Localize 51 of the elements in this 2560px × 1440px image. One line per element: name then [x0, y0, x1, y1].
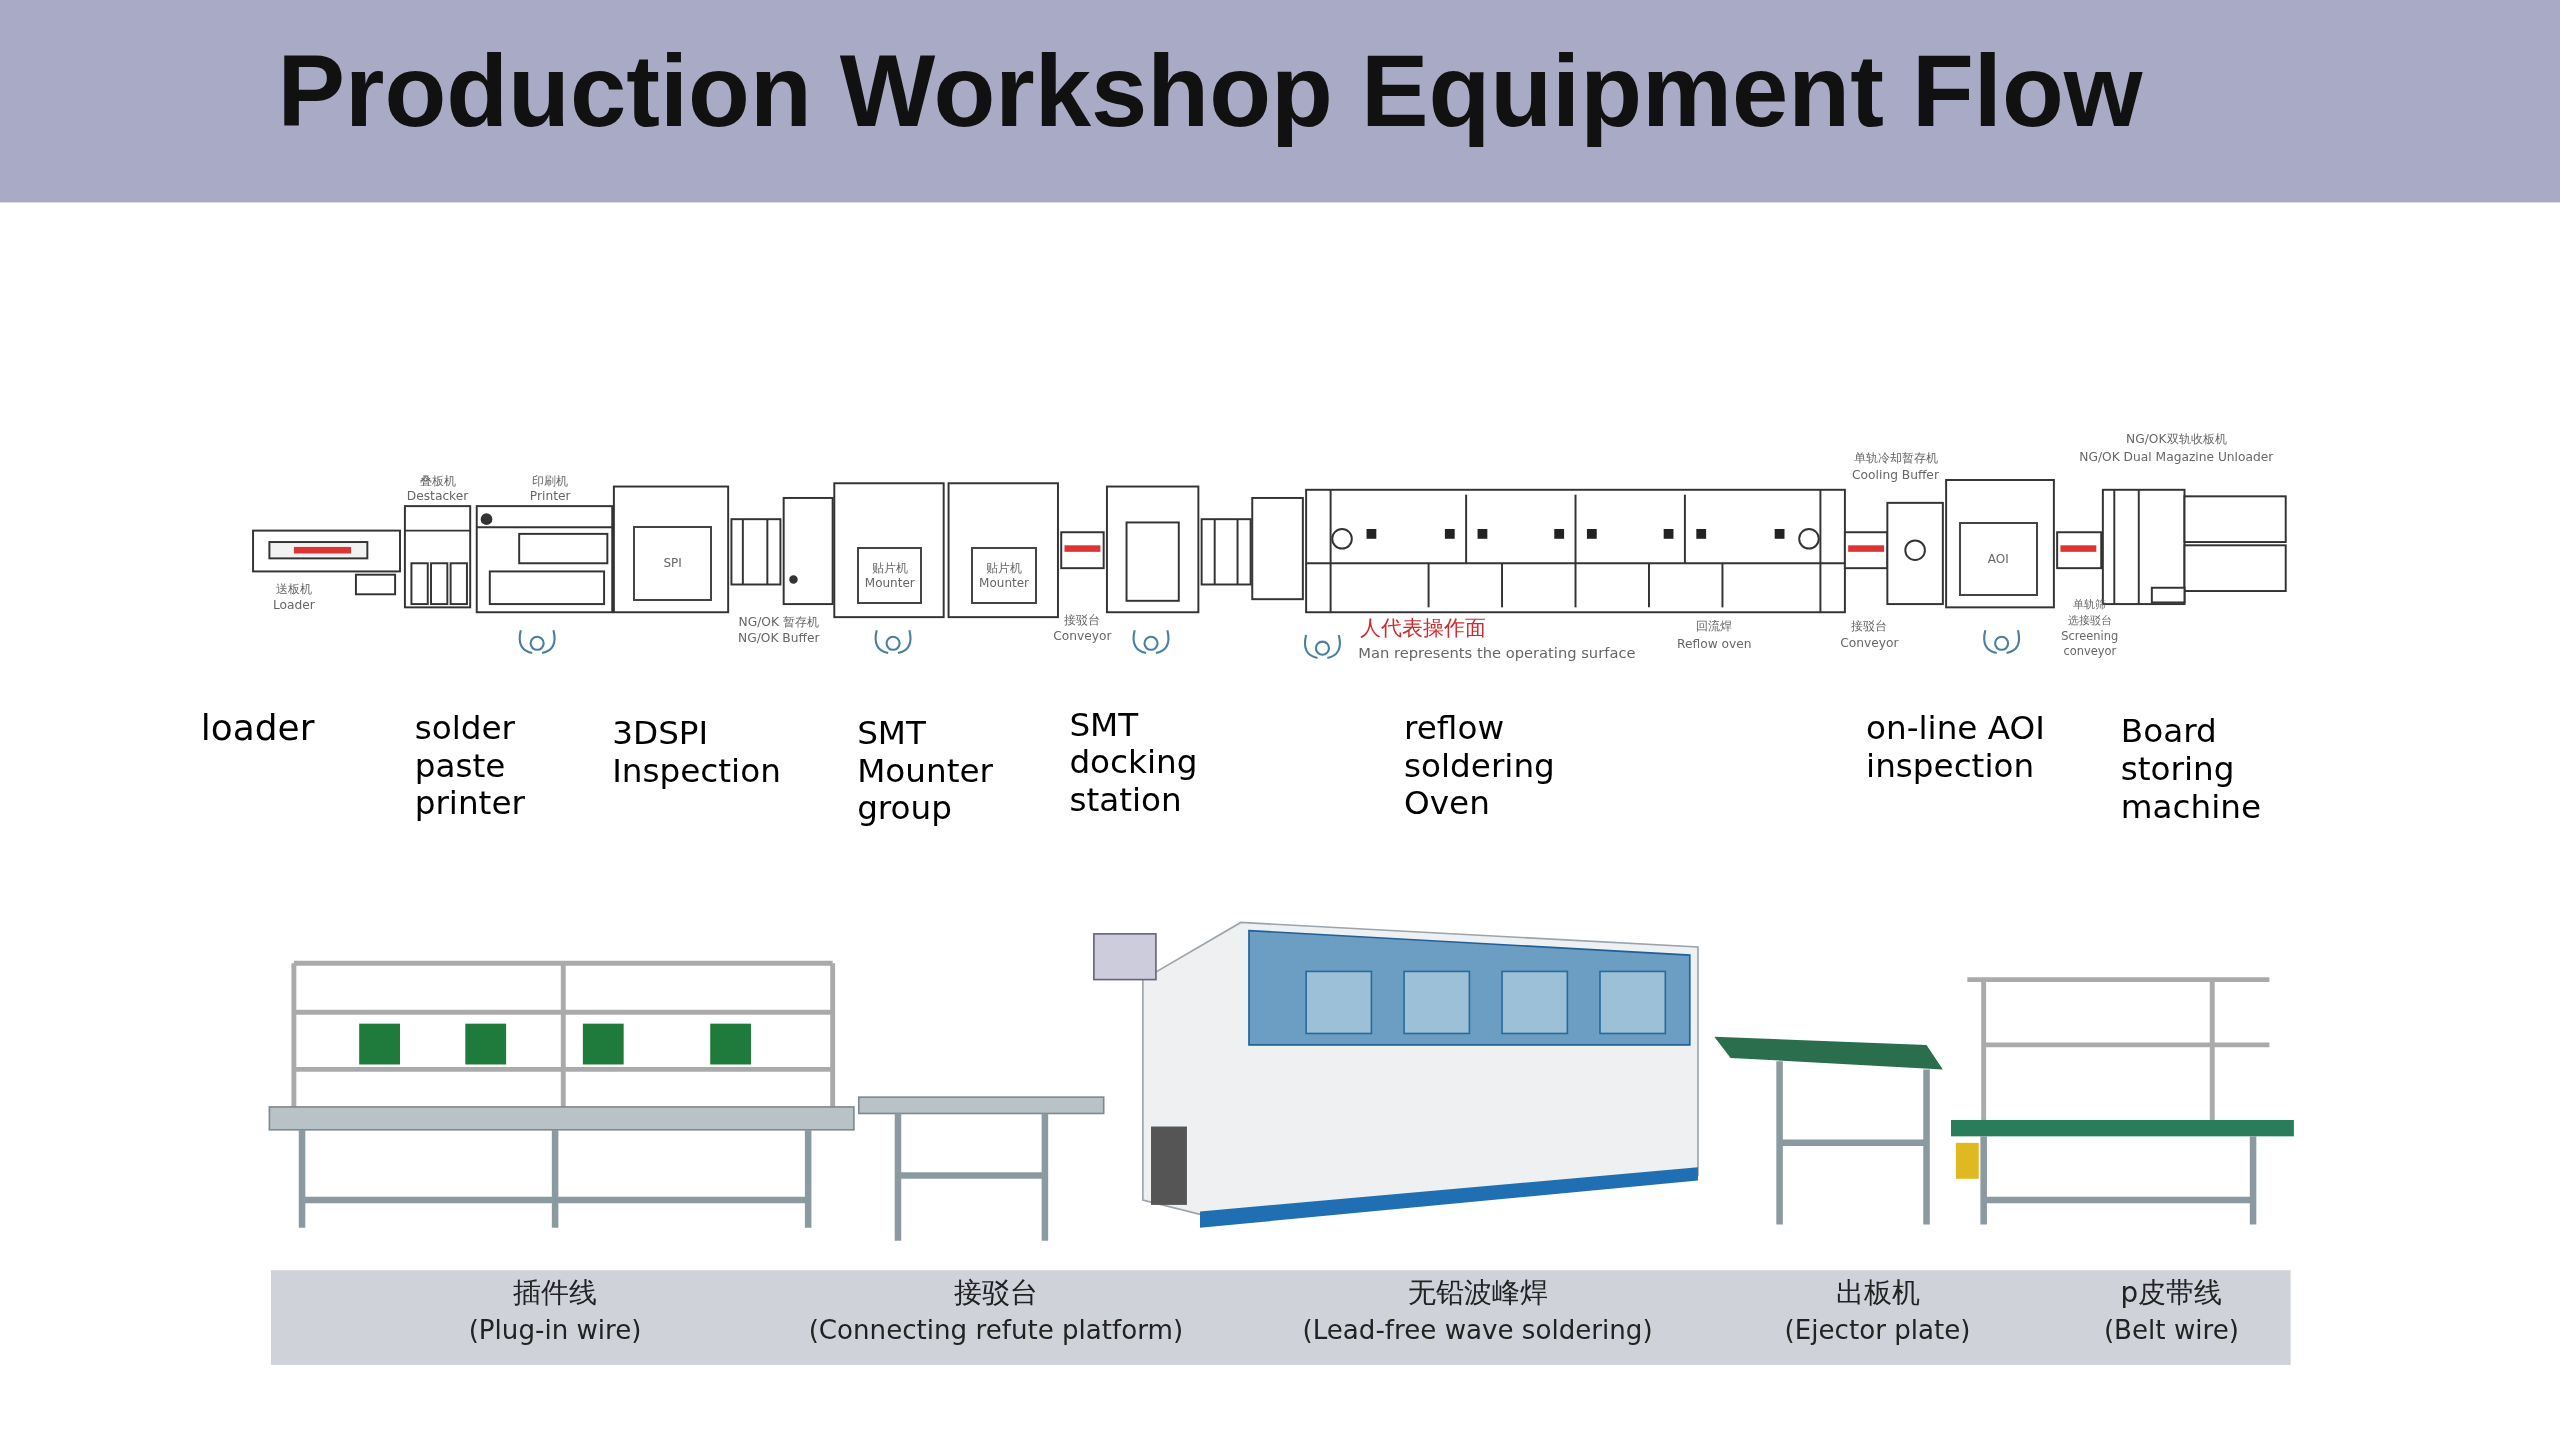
- equipment-caption: 无铅波峰焊: [1407, 1278, 1548, 1309]
- screen-panel: [633, 525, 712, 601]
- equipment-caption: 插件线: [513, 1278, 598, 1309]
- machine-label: Destacker: [406, 489, 469, 504]
- machine-label: 单轨筛: [2073, 597, 2107, 611]
- machine-label: NG/OK 暂存机: [738, 615, 819, 629]
- machine-label: conveyor: [2063, 644, 2117, 658]
- station-name: reflow soldering Oven: [1404, 710, 1556, 823]
- machine-label: Conveyor: [1840, 636, 1899, 651]
- equipment-caption: 接驳台: [953, 1278, 1038, 1309]
- station-name: solder paste printer: [414, 710, 526, 823]
- legend-note: 人代表操作面: [1360, 615, 1486, 639]
- machine-label: AOI: [1987, 551, 2009, 567]
- station-name: SMT Mounter group: [857, 715, 994, 828]
- machine-label: SPI: [663, 555, 682, 571]
- machine-label: Conveyor: [1053, 630, 1112, 644]
- station-name: on-line AOI inspection: [1866, 710, 2046, 786]
- machine-label: 接驳台: [1851, 620, 1888, 634]
- machine-label: 贴片机 Mounter: [863, 560, 916, 591]
- title: Production Workshop Equipment Flow: [277, 32, 2143, 149]
- machine-label: NG/OK Buffer: [738, 631, 820, 646]
- screen-panel: [971, 546, 1037, 605]
- machine-label: 选接驳台: [2067, 613, 2112, 627]
- machine-label: 单轨冷却暂存机: [1853, 452, 1938, 466]
- station-name: loader: [200, 706, 316, 749]
- machine-label: Reflow oven: [1677, 638, 1752, 652]
- equipment-caption: (Plug-in wire): [468, 1315, 642, 1345]
- screen-panel: [1959, 522, 2038, 596]
- machine-label: NG/OK Dual Magazine Unloader: [2079, 450, 2274, 465]
- equipment-caption: (Lead-free wave soldering): [1302, 1315, 1653, 1345]
- machine-label: 叠板机: [419, 475, 456, 489]
- machine-label: Cooling Buffer: [1852, 468, 1939, 483]
- equipment-caption: (Ejector plate): [1784, 1315, 1971, 1345]
- machine-label: 回流焊: [1696, 620, 1733, 634]
- machine-label: NG/OK双轨收板机: [2126, 432, 2227, 447]
- equipment-caption: (Belt wire): [2103, 1315, 2239, 1345]
- machine-label: Printer: [529, 489, 571, 504]
- machine-label: 印刷机: [532, 475, 569, 489]
- machine-label: 送板机: [275, 582, 312, 597]
- legend-note: Man represents the operating surface: [1358, 644, 1636, 662]
- station-name: 3DSPI Inspection: [612, 715, 782, 791]
- machine-label: 贴片机 Mounter: [978, 560, 1031, 591]
- equipment-caption: 出板机: [1835, 1278, 1920, 1309]
- station-name: SMT docking station: [1069, 706, 1199, 820]
- equipment-caption: p皮带线: [2120, 1278, 2223, 1309]
- machine-label: 接驳台: [1064, 613, 1101, 628]
- station-name: Board storing machine: [2120, 713, 2263, 827]
- equipment-caption: (Connecting refute platform): [808, 1315, 1184, 1345]
- screen-panel: [857, 546, 923, 605]
- machine-label: Screening: [2061, 630, 2119, 643]
- machine-label: Loader: [272, 599, 315, 613]
